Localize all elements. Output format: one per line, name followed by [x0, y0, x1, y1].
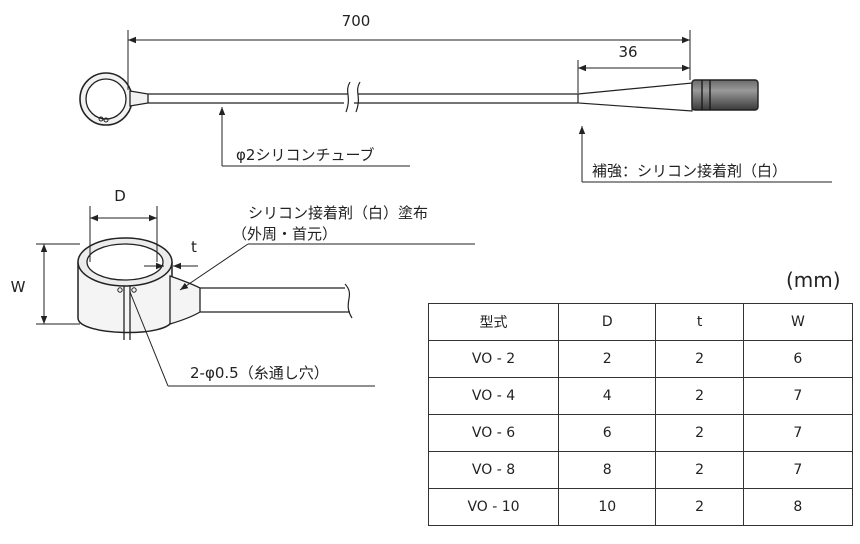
table-row: VO - 6 6 2 7 — [427, 414, 854, 452]
dimension-t-label: t — [191, 238, 197, 256]
cell-d: 2 — [558, 340, 657, 378]
break-mark — [344, 283, 353, 319]
header-d: D — [558, 303, 657, 341]
table-row: VO - 8 8 2 7 — [427, 451, 854, 489]
table-row: VO - 4 4 2 7 — [427, 377, 854, 415]
ring-inner — [85, 78, 127, 120]
band-hole — [86, 243, 164, 281]
hole-label: 2-φ0.5（糸通し穴） — [190, 364, 329, 382]
unit-label: (mm) — [786, 268, 841, 292]
thread-hole-icon — [117, 287, 123, 293]
cell-d: 4 — [558, 377, 657, 415]
thread-hole-icon — [103, 117, 109, 123]
cell-model: VO - 8 — [427, 451, 560, 489]
dimension-36-label: 36 — [618, 43, 637, 61]
dimension-d-label: D — [114, 187, 126, 205]
cell-t: 2 — [655, 340, 744, 378]
cell-t: 2 — [655, 488, 744, 526]
cell-model: VO - 10 — [427, 488, 560, 526]
connector-sleeve — [691, 79, 759, 111]
cell-w: 7 — [742, 451, 854, 489]
cell-d: 10 — [558, 488, 657, 526]
cell-model: VO - 4 — [427, 377, 560, 415]
cell-w: 8 — [742, 488, 854, 526]
reinforcement-taper — [577, 82, 693, 112]
cell-d: 6 — [558, 414, 657, 452]
spec-table: 型式 D t W VO - 2 2 2 6 VO - 4 4 2 7 VO - … — [427, 303, 854, 526]
detail-view: D W t シリコン接着剤（白）塗布 （外周・首元） 2-φ0.5（糸通し穴） — [11, 187, 475, 387]
cell-model: VO - 2 — [427, 340, 560, 378]
top-view: 700 36 φ2シリコンチューブ 補強：シリコン接着剤（白） — [79, 12, 832, 183]
cell-t: 2 — [655, 377, 744, 415]
cell-t: 2 — [655, 451, 744, 489]
header-w: W — [742, 303, 854, 341]
reinforce-label: 補強：シリコン接着剤（白） — [592, 162, 787, 180]
cell-w: 7 — [742, 414, 854, 452]
adhesive-label-line2: （外周・首元） — [232, 225, 337, 243]
cell-d: 8 — [558, 451, 657, 489]
table-row: VO - 10 10 2 8 — [427, 488, 854, 526]
tube-label: φ2シリコンチューブ — [236, 146, 375, 164]
thread-hole-icon — [131, 287, 137, 293]
cell-t: 2 — [655, 414, 744, 452]
adhesive-label-line1: シリコン接着剤（白）塗布 — [248, 204, 428, 222]
table-header-row: 型式 D t W — [427, 303, 854, 341]
break-mark — [345, 81, 351, 113]
dimension-700-label: 700 — [342, 12, 371, 30]
band-neck — [169, 275, 201, 325]
ring-neck — [129, 90, 149, 107]
header-model: 型式 — [427, 303, 560, 341]
cell-model: VO - 6 — [427, 414, 560, 452]
cell-w: 7 — [742, 377, 854, 415]
header-t: t — [655, 303, 744, 341]
cell-w: 6 — [742, 340, 854, 378]
table-row: VO - 2 2 2 6 — [427, 340, 854, 378]
thread-hole-icon — [98, 116, 104, 122]
dimension-w-label: W — [11, 278, 26, 296]
